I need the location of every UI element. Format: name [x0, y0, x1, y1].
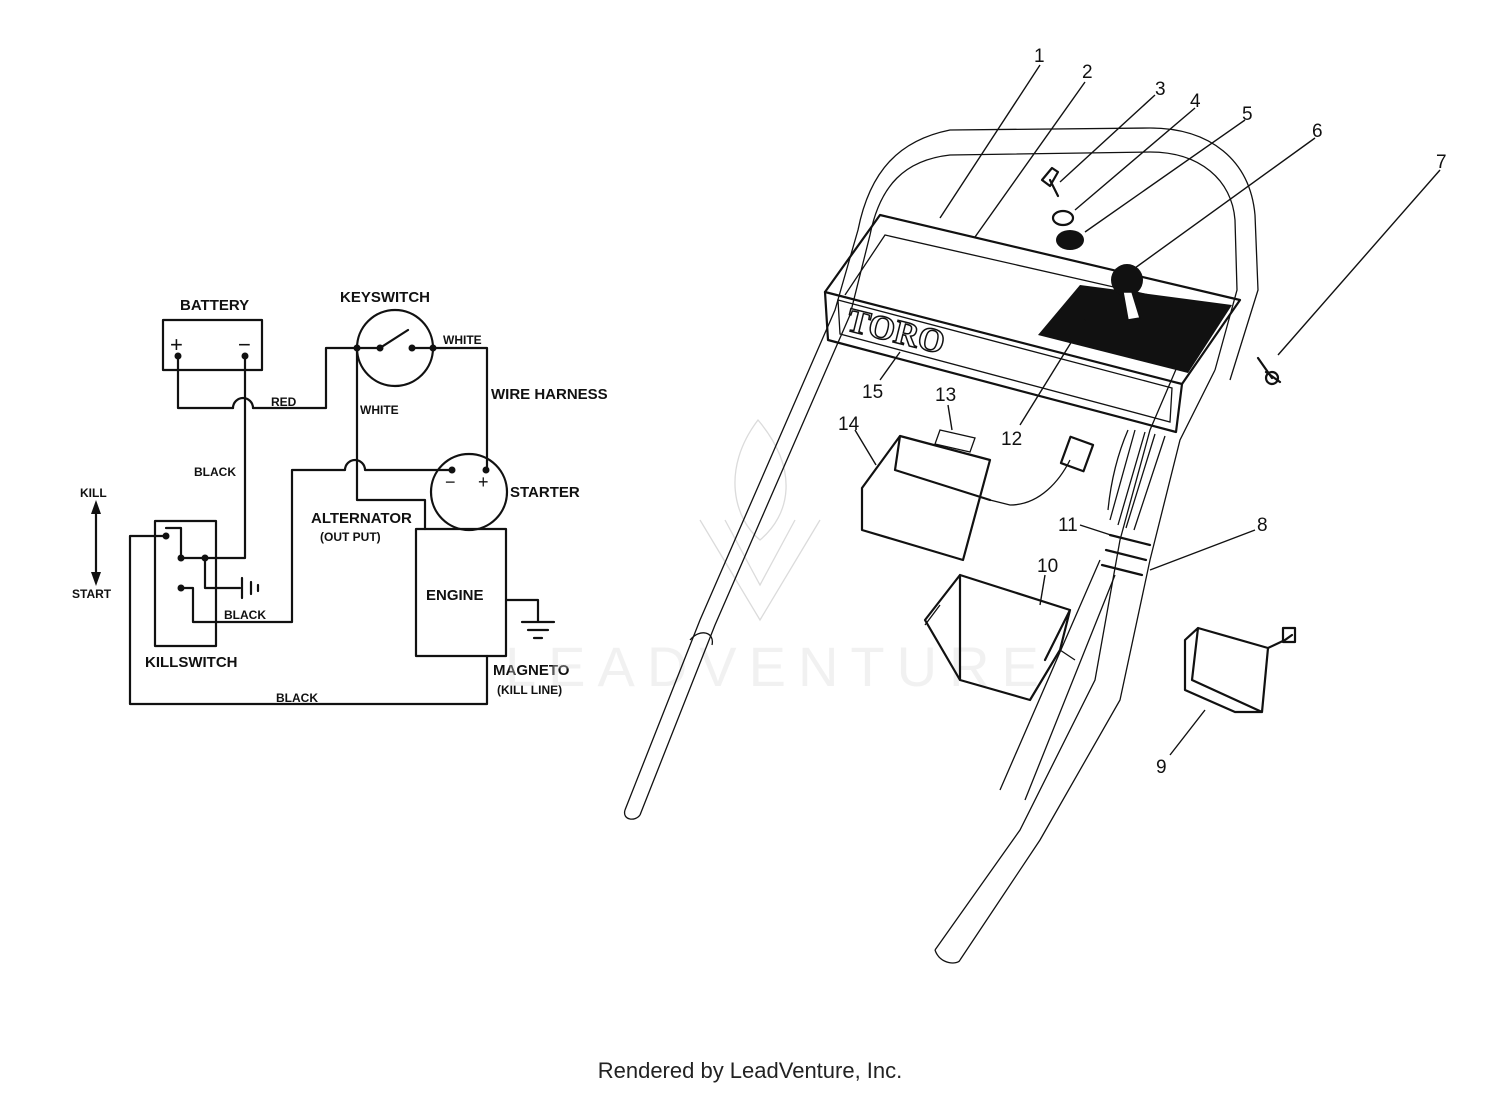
wire-label-white-top: WHITE [443, 333, 482, 347]
magneto-sub-label: (KILL LINE) [497, 683, 562, 697]
control-module [1183, 626, 1294, 714]
callout-5: 5 [1242, 104, 1253, 125]
callout-10: 10 [1037, 556, 1058, 577]
magneto-label: MAGNETO [493, 662, 570, 679]
alternator-label: ALTERNATOR [311, 510, 412, 527]
watermark-text: LEADVENTURE [505, 635, 1051, 698]
starter-plus: + [478, 472, 489, 492]
control-decal [1038, 285, 1232, 373]
callout-11: 11 [1058, 515, 1078, 536]
wire-harness-label: WIRE HARNESS [491, 386, 608, 403]
battery-plus: + [170, 332, 183, 357]
keyswitch-label: KEYSWITCH [340, 289, 430, 306]
callout-7: 7 [1436, 152, 1447, 173]
wire-label-black-left: BLACK [194, 465, 236, 479]
wire-label-black-mid: BLACK [224, 608, 266, 622]
throttle-knob [1111, 264, 1143, 296]
key [1040, 166, 1060, 198]
callout-15: 15 [862, 382, 883, 403]
kill-label: KILL [80, 486, 107, 500]
alternator-sub-label: (OUT PUT) [320, 530, 381, 544]
washer [1051, 209, 1075, 227]
battery-part [860, 434, 992, 562]
starter-symbol [429, 452, 509, 532]
starter-minus: − [445, 472, 456, 492]
footer-credit: Rendered by LeadVenture, Inc. [597, 1058, 903, 1083]
callout-1: 1 [1034, 46, 1045, 67]
callout-3: 3 [1155, 79, 1166, 100]
battery-minus: − [238, 332, 251, 357]
watermark: LEADVENTURE [505, 418, 1051, 698]
nut [1056, 230, 1084, 250]
wire-label-black-bottom: BLACK [276, 691, 318, 705]
engine-label: ENGINE [426, 587, 484, 604]
exploded-view: TORO [623, 46, 1447, 964]
killswitch-symbol [153, 519, 218, 648]
wiring-schematic: BATTERY + − KEYSWITCH STARTER − + ENGINE… [72, 289, 608, 706]
callout-12: 12 [1001, 429, 1022, 450]
control-panel [823, 213, 1242, 386]
callout-4: 4 [1190, 91, 1201, 112]
wire-label-white-mid: WHITE [360, 403, 399, 417]
callout-9: 9 [1156, 757, 1167, 778]
callout-6: 6 [1312, 121, 1323, 142]
battery-label: BATTERY [180, 297, 249, 314]
callout-13: 13 [935, 385, 956, 406]
killswitch-label: KILLSWITCH [145, 654, 237, 671]
start-label: START [72, 587, 112, 601]
callout-8: 8 [1257, 515, 1268, 536]
wire-label-red: RED [271, 395, 297, 409]
callout-2: 2 [1082, 62, 1093, 83]
starter-label: STARTER [510, 484, 580, 501]
engine-symbol [414, 527, 508, 658]
callout-14: 14 [838, 414, 860, 435]
handle-frame [624, 127, 1259, 811]
bolt [1256, 356, 1282, 384]
battery-symbol [161, 318, 264, 372]
